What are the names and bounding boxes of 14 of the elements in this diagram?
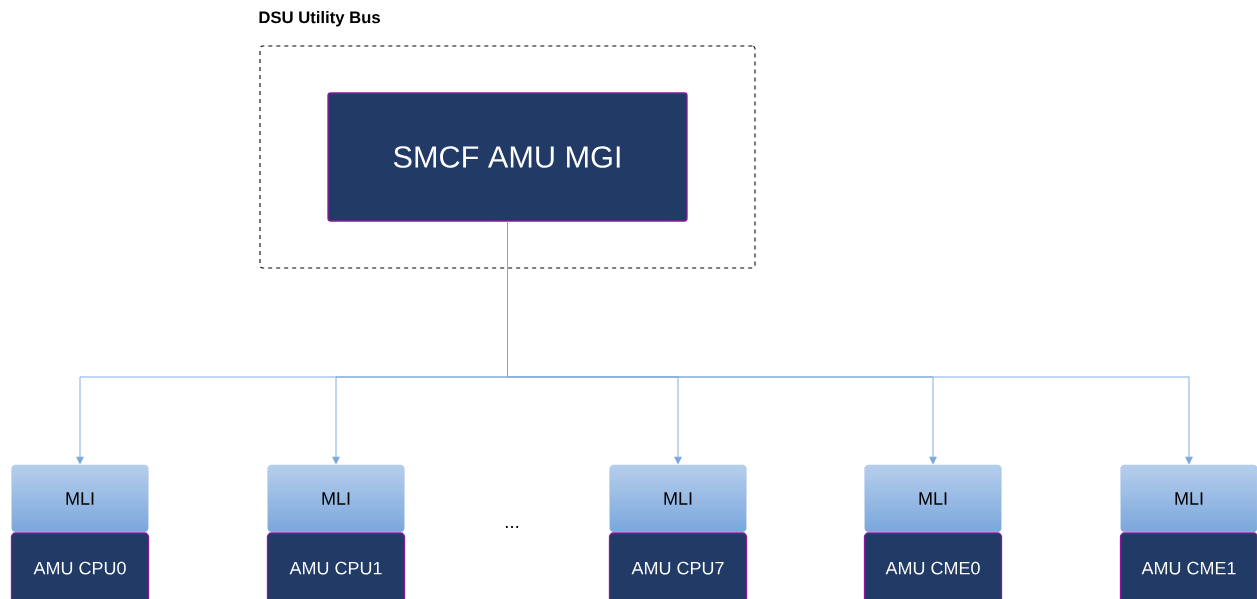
mli-box: MLI [1120, 464, 1257, 533]
node-label: DSU Utility Bus [259, 10, 380, 27]
amu-box: AMU CPU0 [10, 532, 150, 599]
ellipsis-label: ... [505, 526, 519, 528]
amu-box: AMU CPU1 [266, 532, 406, 599]
mli-box: MLI [267, 464, 405, 533]
mli-box: MLI [864, 464, 1002, 533]
mli-box: MLI [609, 464, 747, 533]
mli-box: MLI [11, 464, 149, 533]
amu-box: AMU CPU7 [608, 532, 748, 599]
arrow [507, 221, 1193, 465]
amu-box: AMU CME1 [1119, 532, 1257, 599]
amu-box: AMU CME0 [863, 532, 1003, 599]
mgi-box: SMCF AMU MGI [327, 92, 688, 222]
